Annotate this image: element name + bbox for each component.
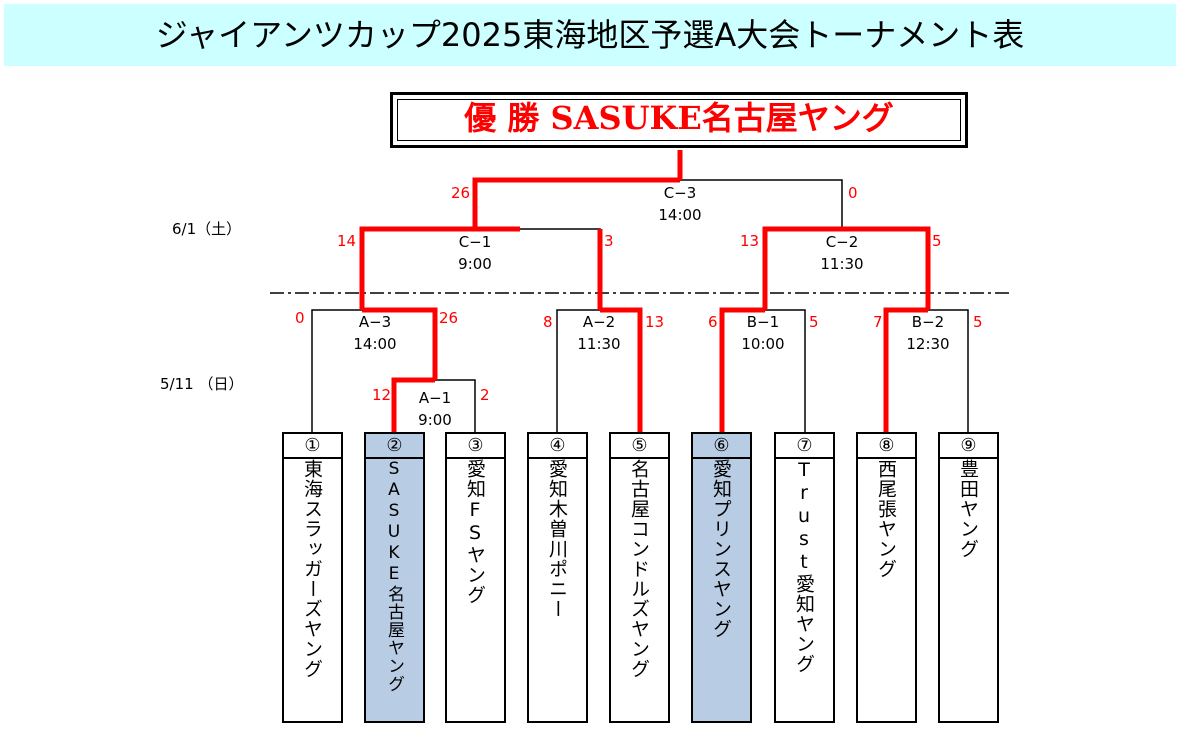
b1-winner-line [719, 307, 765, 432]
champion-label: 優 勝 SASUKE名古屋ヤング [464, 99, 894, 137]
score-b2-right: 5 [973, 313, 983, 331]
score-a3-left: 0 [295, 309, 305, 327]
match-b2-name: B−2 [911, 313, 945, 331]
a2-line-left [556, 309, 600, 432]
team-box-9: ⑨ 豊田ヤング [938, 432, 999, 723]
score-a1-left: 12 [372, 386, 392, 404]
c1-line-right [520, 228, 601, 310]
team-number: ① [284, 434, 341, 459]
match-c2: C−2 11:30 [807, 231, 877, 275]
team-box-8: ⑧ 西尾張ヤング [856, 432, 917, 723]
score-c2-right: 5 [932, 232, 942, 250]
team-name: 東海スラッガーズヤング [301, 459, 323, 679]
match-c1-name: C−1 [458, 233, 492, 251]
team-name: Trust愛知ヤング [793, 459, 815, 674]
champion-box: 優 勝 SASUKE名古屋ヤング [390, 92, 968, 148]
day-label-5-11: 5/11 （日） [160, 375, 244, 393]
match-c1-time: 9:00 [458, 255, 492, 273]
score-b1-left: 6 [708, 313, 718, 331]
team-box-5: ⑤ 名古屋コンドルズヤング [609, 432, 670, 723]
team-box-2: ② SASUKE名古屋ヤング [364, 432, 425, 723]
team-number: ⑥ [693, 434, 750, 459]
score-a2-right: 13 [645, 313, 665, 331]
b2-to-c2-line [842, 226, 931, 310]
score-c1-right: 3 [604, 232, 614, 250]
b1-to-c2-line [762, 226, 842, 310]
match-a1: A−1 9:00 [400, 387, 470, 431]
match-a2: A−2 11:30 [564, 311, 634, 355]
team-number: ④ [529, 434, 586, 459]
team-number: ③ [447, 434, 504, 459]
winner-lines [359, 150, 931, 432]
match-a1-time: 9:00 [418, 411, 452, 429]
match-c3-name: C−3 [663, 184, 697, 202]
a1-winner-line [391, 377, 435, 432]
team-name: 愛知プリンスヤング [710, 459, 732, 639]
team-name: 愛知木曽川ポニー [546, 459, 568, 619]
team-box-7: ⑦ Trust愛知ヤング [774, 432, 835, 723]
team-name: 名古屋コンドルズヤング [628, 459, 650, 679]
match-a3-name: A−3 [358, 313, 392, 331]
day-label-6-1: 6/1（土） [172, 220, 242, 238]
match-c3: C−3 14:00 [645, 182, 715, 226]
a3-line-left [311, 309, 362, 432]
score-c3-left: 26 [451, 184, 471, 202]
team-name: 愛知FSヤング [464, 459, 486, 605]
match-b1-time: 10:00 [741, 335, 785, 353]
match-c2-name: C−2 [825, 233, 859, 251]
match-a2-time: 11:30 [577, 335, 621, 353]
c3-winner-line [472, 177, 680, 229]
champion-inner-frame [397, 99, 961, 141]
title-banner: ジャイアンツカップ2025東海地区予選A大会トーナメント表 [4, 4, 1176, 66]
match-a1-name: A−1 [418, 389, 452, 407]
b1-line-right [765, 309, 806, 432]
match-a3-time: 14:00 [353, 335, 397, 353]
team-number: ② [366, 434, 423, 459]
a2-winner-line [600, 307, 643, 432]
match-b2-time: 12:30 [906, 335, 950, 353]
team-number: ⑧ [858, 434, 915, 459]
match-a3: A−3 14:00 [340, 311, 410, 355]
team-box-3: ③ 愛知FSヤング [445, 432, 506, 723]
page-title: ジャイアンツカップ2025東海地区予選A大会トーナメント表 [155, 16, 1025, 54]
a3-winner-line [362, 307, 438, 380]
team-number: ⑨ [940, 434, 997, 459]
match-b1-name: B−1 [746, 313, 780, 331]
team-name: SASUKE名古屋ヤング [384, 459, 404, 693]
c1-winner-line [359, 226, 520, 310]
team-name: 豊田ヤング [957, 459, 979, 559]
score-b1-right: 5 [809, 313, 819, 331]
match-c2-time: 11:30 [820, 255, 864, 273]
score-b2-left: 7 [873, 313, 883, 331]
match-c1: C−1 9:00 [440, 231, 510, 275]
score-a1-right: 2 [480, 386, 490, 404]
c3-line-right [680, 179, 843, 229]
team-box-4: ④ 愛知木曽川ポニー [527, 432, 588, 723]
score-a2-left: 8 [543, 313, 553, 331]
b2-winner-line [883, 307, 928, 432]
match-b1: B−1 10:00 [728, 311, 798, 355]
score-c2-left: 13 [740, 232, 760, 250]
team-box-6: ⑥ 愛知プリンスヤング [691, 432, 752, 723]
b2-line-right [928, 309, 969, 432]
match-c3-time: 14:00 [658, 206, 702, 224]
team-number: ⑦ [776, 434, 833, 459]
match-b2: B−2 12:30 [893, 311, 963, 355]
match-a2-name: A−2 [582, 313, 616, 331]
team-box-1: ① 東海スラッガーズヤング [282, 432, 343, 723]
score-c1-left: 14 [337, 232, 357, 250]
score-c3-right: 0 [848, 184, 858, 202]
team-number: ⑤ [611, 434, 668, 459]
score-a3-right: 26 [439, 309, 459, 327]
a1-right-line [435, 379, 476, 432]
team-name: 西尾張ヤング [875, 459, 897, 579]
